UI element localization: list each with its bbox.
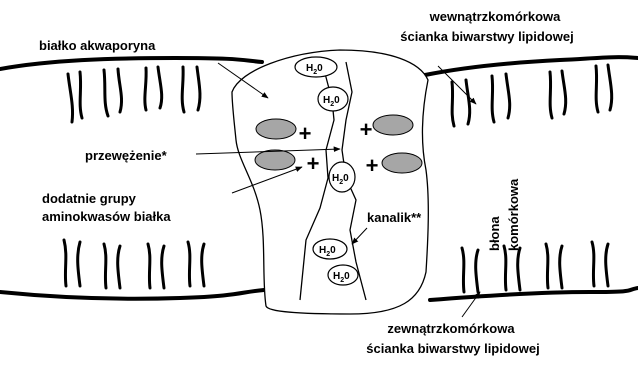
blob-lower-left	[255, 150, 295, 170]
plus-upper-left: +	[299, 121, 312, 146]
label-aquaporin: białko akwaporyna	[39, 38, 156, 53]
water-molecule: H20	[318, 87, 348, 111]
label-positive-groups-line1: dodatnie grupy	[42, 191, 137, 206]
top-right-membrane-line	[425, 57, 638, 75]
label-membrane-line1: błona	[487, 216, 502, 251]
blob-lower-right	[382, 153, 422, 173]
top-right-lipid-tails	[452, 65, 612, 126]
water-molecule: H20	[329, 162, 355, 192]
plus-upper-right: +	[360, 117, 373, 142]
label-channel: kanalik**	[367, 210, 422, 225]
blob-upper-right	[373, 115, 413, 135]
label-membrane-line2: komórkowa	[506, 178, 521, 251]
label-constriction: przewężenie*	[85, 148, 168, 163]
bottom-left-membrane-line	[0, 290, 264, 299]
label-inner-wall-line1: wewnątrzkomórkowa	[429, 9, 562, 24]
bottom-right-lipid-tails	[462, 242, 608, 292]
label-outer-wall-line2: ścianka biwarstwy lipidowej	[366, 341, 539, 356]
blob-upper-left	[256, 119, 296, 139]
plus-lower-right: +	[366, 153, 379, 178]
top-left-lipid-tails	[68, 67, 200, 122]
bottom-right-membrane-line	[430, 288, 638, 300]
arrow-inner-wall	[438, 66, 476, 104]
water-molecule: H20	[295, 57, 337, 77]
label-outer-wall-line1: zewnątrzkomórkowa	[387, 321, 515, 336]
label-positive-groups-line2: aminokwasów białka	[42, 209, 171, 224]
water-molecule: H20	[313, 239, 347, 259]
label-inner-wall-line2: ścianka biwarstwy lipidowej	[400, 29, 573, 44]
bottom-left-lipid-tails	[64, 240, 204, 288]
water-molecule: H20	[328, 265, 358, 285]
top-left-membrane-line	[0, 58, 262, 69]
plus-lower-left: +	[307, 151, 320, 176]
